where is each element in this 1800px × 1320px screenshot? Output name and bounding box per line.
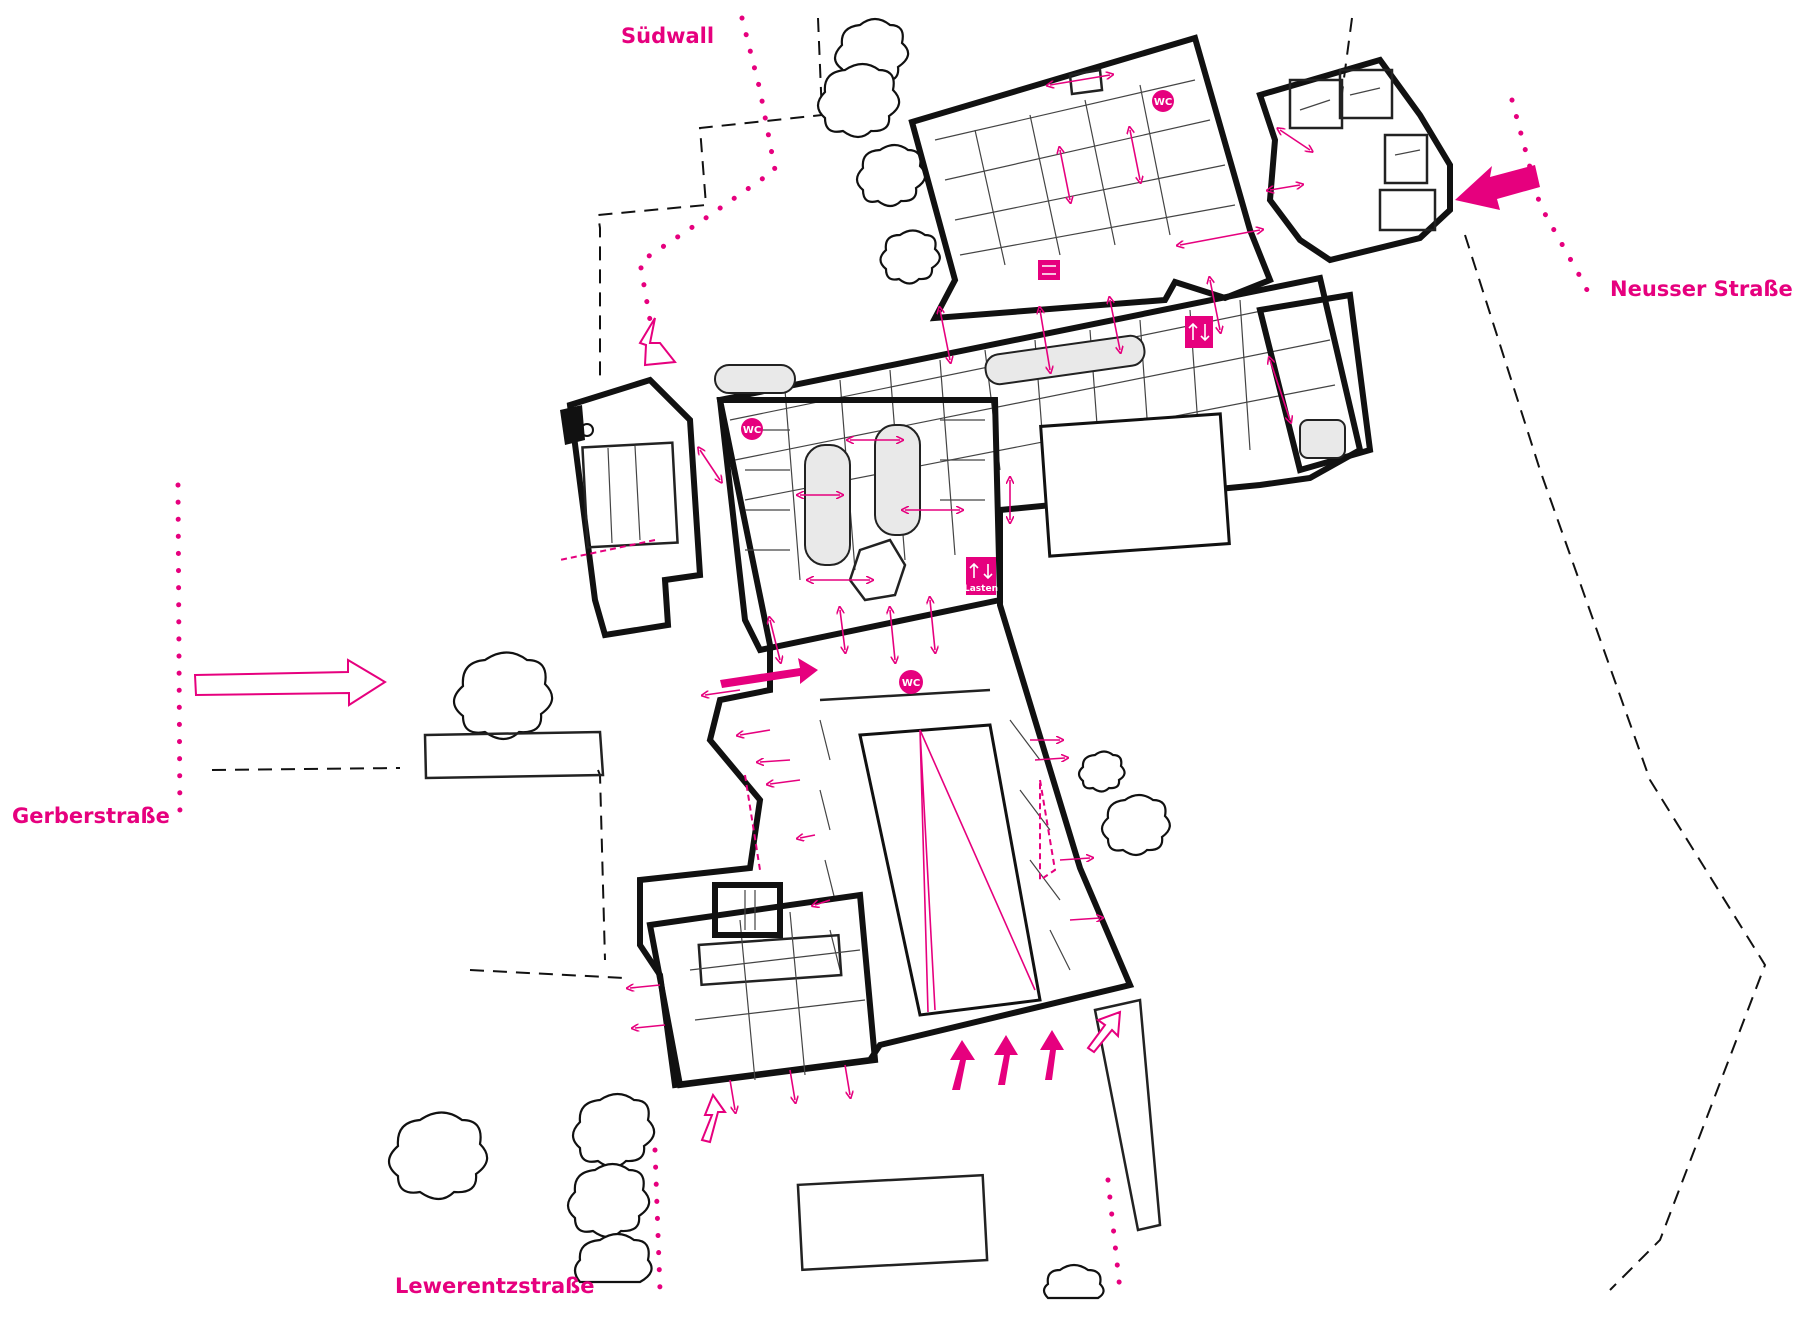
street-label-neusser: Neusser Straße [1610, 277, 1793, 301]
south-courtyard [858, 723, 1042, 1017]
octagon-hall [848, 538, 907, 602]
entrance-arrow-icon [1455, 165, 1540, 210]
lift-icon [1038, 260, 1060, 280]
open-entrance-arrow-icon [1086, 1010, 1122, 1054]
wc-badge-icon: WC [899, 670, 923, 694]
tree-icon [566, 1162, 651, 1239]
entry-pavilion [1256, 56, 1453, 264]
circulation-arrows [559, 75, 1310, 1110]
street-label-lewerentz: Lewerentzstraße [395, 1274, 595, 1298]
street-label-suedwall: Südwall [621, 24, 714, 48]
parking-block [796, 1173, 989, 1272]
entrance-arrow-icon [720, 658, 818, 688]
tree-icon [816, 62, 901, 139]
pool-long-west [714, 364, 796, 394]
wc-label: WC [743, 425, 761, 436]
lasten-label: Lasten [964, 584, 998, 594]
outbuildings [423, 730, 1162, 1272]
wc-badge-icon: WC [1152, 90, 1174, 112]
double-arrow-icon [630, 75, 1310, 1110]
street-labels: Südwall Neusser Straße Gerberstraße Lewe… [12, 24, 1793, 1298]
tree-icon [573, 1232, 653, 1284]
tree-icon [571, 1092, 656, 1169]
west-bath-hall [716, 397, 1004, 654]
tree-icon [1100, 793, 1171, 857]
open-entrance-arrow-icon [700, 1092, 727, 1144]
tree-icon [855, 143, 927, 208]
west-annex [566, 376, 704, 639]
open-entrance-arrow-icon [638, 317, 677, 367]
property-boundaries [211, 17, 1767, 1291]
shed [423, 730, 605, 780]
tree-icon [452, 651, 554, 741]
stair-tower [712, 882, 783, 938]
tree-icon [1077, 750, 1126, 793]
north-wing [908, 34, 1274, 322]
south-west-wing [646, 891, 879, 1089]
east-courtyard [1039, 412, 1231, 558]
facilities: WC WC WC Lasten [741, 90, 1213, 694]
tree-icon [1042, 1263, 1105, 1300]
wc-label: WC [902, 678, 920, 689]
pool-long-east [984, 334, 1146, 386]
entrance-arrow-icon [950, 1030, 1064, 1090]
bath-building [560, 34, 1453, 1089]
pool-east [874, 424, 921, 536]
tree-icon [387, 1111, 489, 1201]
wc-label: WC [1154, 97, 1172, 108]
open-entrance-arrow-icon [193, 658, 387, 707]
lift-icon: Lasten [964, 557, 998, 595]
street-label-gerber: Gerberstraße [12, 804, 170, 828]
wc-badge-icon: WC [741, 418, 763, 440]
tree-icon [879, 229, 941, 285]
lift-icon [1185, 316, 1213, 348]
entrance-arrows [193, 165, 1540, 1144]
trees [387, 17, 1171, 1300]
pool-west [804, 444, 851, 566]
walking-routes [175, 15, 1595, 1293]
side-annex [1093, 998, 1162, 1232]
